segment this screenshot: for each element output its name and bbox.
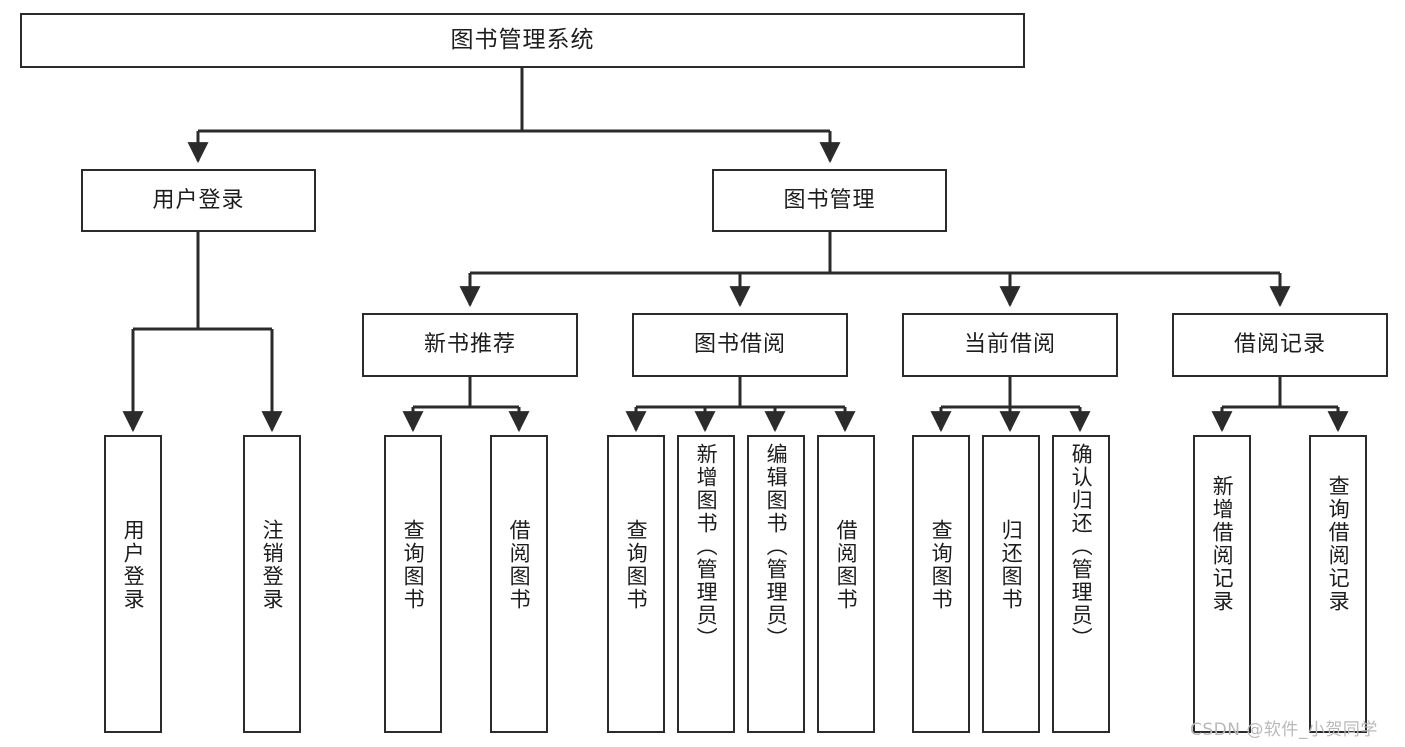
node-leaf-query-book-2-label: 查询图书: [624, 519, 649, 611]
node-leaf-borrow-book-2-label: 借阅图书: [834, 519, 859, 611]
node-borrow-record[interactable]: 借阅记录: [1172, 313, 1388, 377]
node-leaf-edit-book[interactable]: 编辑图书（管理员）: [747, 435, 805, 733]
node-leaf-confirm-return[interactable]: 确认归还（管理员）: [1052, 435, 1110, 733]
node-leaf-add-record[interactable]: 新增借阅记录: [1193, 435, 1251, 733]
node-leaf-query-book-2[interactable]: 查询图书: [607, 435, 665, 733]
node-leaf-add-book[interactable]: 新增图书（管理员）: [677, 435, 735, 733]
node-leaf-add-book-label: 新增图书（管理员）: [694, 443, 719, 650]
node-root[interactable]: 图书管理系统: [20, 13, 1025, 68]
node-leaf-user-logout-label: 注销登录: [260, 519, 285, 611]
node-leaf-confirm-return-label: 确认归还（管理员）: [1069, 443, 1094, 650]
node-book-borrow[interactable]: 图书借阅: [632, 313, 848, 377]
node-user-login-label: 用户登录: [152, 187, 245, 213]
node-new-book-recommend[interactable]: 新书推荐: [362, 313, 578, 377]
watermark: CSDN @软件_小贺同学: [1190, 720, 1378, 740]
node-leaf-query-book-3[interactable]: 查询图书: [912, 435, 970, 733]
node-leaf-return-book-label: 归还图书: [999, 519, 1024, 611]
node-leaf-query-book-3-label: 查询图书: [929, 519, 954, 611]
node-book-manage[interactable]: 图书管理: [712, 169, 947, 232]
node-book-borrow-label: 图书借阅: [693, 332, 786, 358]
node-leaf-borrow-book-1-label: 借阅图书: [507, 519, 532, 611]
node-leaf-return-book[interactable]: 归还图书: [982, 435, 1040, 733]
node-leaf-query-record[interactable]: 查询借阅记录: [1309, 435, 1367, 733]
node-leaf-user-login-label: 用户登录: [121, 519, 146, 611]
node-leaf-edit-book-label: 编辑图书（管理员）: [764, 443, 789, 650]
node-leaf-query-book-1[interactable]: 查询图书: [384, 435, 442, 733]
node-leaf-user-login[interactable]: 用户登录: [104, 435, 162, 733]
node-root-label: 图书管理系统: [450, 26, 595, 53]
node-leaf-query-book-1-label: 查询图书: [401, 519, 426, 611]
node-leaf-borrow-book-1[interactable]: 借阅图书: [490, 435, 548, 733]
node-borrow-record-label: 借阅记录: [1233, 332, 1326, 358]
node-current-borrow[interactable]: 当前借阅: [902, 313, 1118, 377]
node-new-book-recommend-label: 新书推荐: [423, 332, 516, 358]
node-leaf-query-record-label: 查询借阅记录: [1326, 475, 1351, 613]
node-leaf-borrow-book-2[interactable]: 借阅图书: [817, 435, 875, 733]
node-user-login[interactable]: 用户登录: [81, 169, 316, 232]
node-current-borrow-label: 当前借阅: [963, 332, 1056, 358]
node-leaf-add-record-label: 新增借阅记录: [1210, 475, 1235, 613]
node-book-manage-label: 图书管理: [783, 187, 876, 213]
node-leaf-user-logout[interactable]: 注销登录: [243, 435, 301, 733]
